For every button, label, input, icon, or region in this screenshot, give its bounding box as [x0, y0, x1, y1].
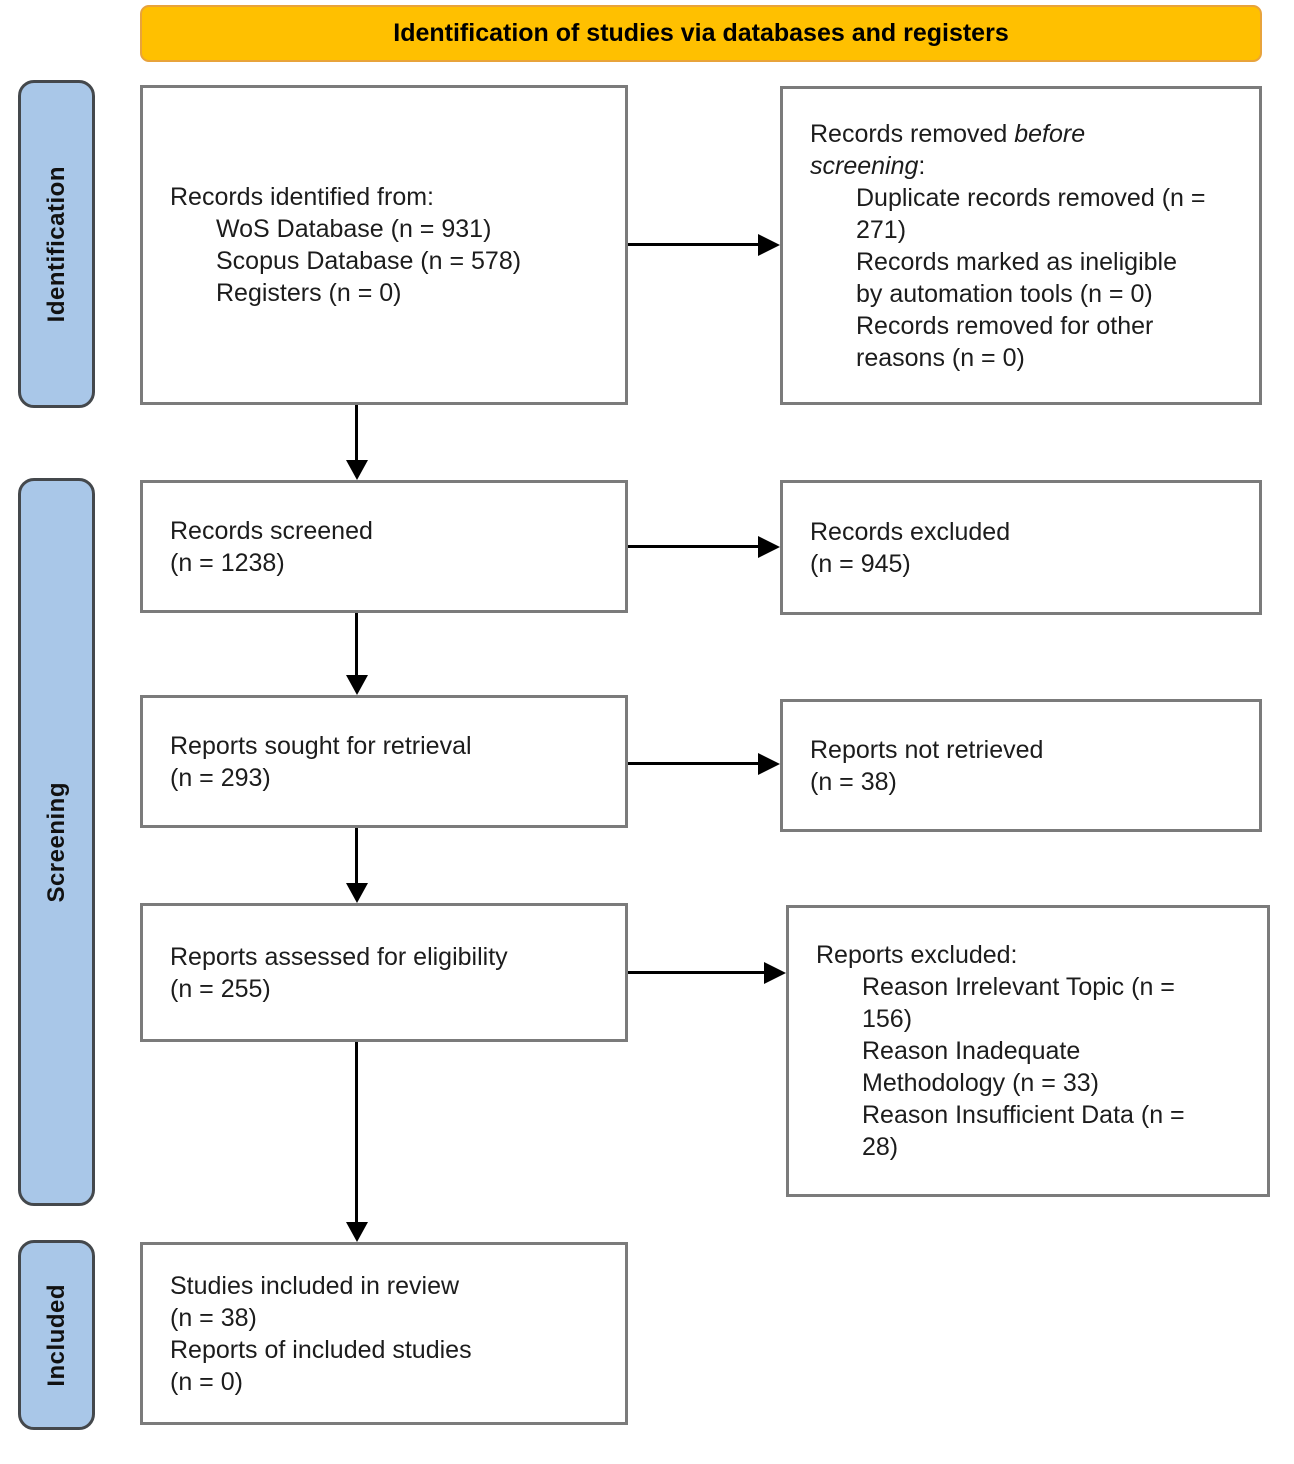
stage-bar-screening: Screening [18, 478, 95, 1206]
header-suffix: : [918, 151, 926, 180]
box-line: (n = 1238) [170, 548, 285, 577]
arrowhead-right-icon [758, 752, 780, 775]
diagram-title-banner: Identification of studies via databases … [140, 5, 1262, 62]
stage-bar-identification: Identification [18, 80, 95, 408]
box-header: Records removed before screening: [810, 118, 1155, 182]
box-reports-assessed: Reports assessed for eligibility (n = 25… [140, 903, 628, 1042]
box-item: Reason Inadequate Methodology (n = 33) [862, 1037, 1099, 1097]
arrowhead-right-icon [758, 233, 780, 256]
box-item: Records removed for other reasons (n = 0… [856, 311, 1154, 372]
arrow-shaft [628, 545, 758, 548]
box-item: Reason Irrelevant Topic (n = 156) [862, 973, 1175, 1033]
box-header: Reports excluded: [816, 941, 1018, 969]
box-records-removed: Records removed before screening: Duplic… [780, 86, 1262, 405]
box-records-identified: Records identified from: WoS Database (n… [140, 85, 628, 405]
box-line: (n = 293) [170, 763, 271, 792]
arrowhead-down-icon [345, 460, 368, 480]
header-italic: before screening [810, 119, 1086, 180]
arrow-shaft [628, 243, 758, 246]
box-item: Scopus Database (n = 578) [216, 247, 522, 275]
box-records-screened: Records screened (n = 1238) [140, 480, 628, 613]
arrow-shaft [355, 405, 358, 462]
box-line: Reports of included studies [170, 1335, 472, 1364]
box-line: Studies included in review [170, 1271, 460, 1300]
box-line: Reports not retrieved [810, 735, 1044, 764]
box-line: (n = 38) [810, 767, 897, 796]
stage-label-identification: Identification [42, 165, 70, 323]
diagram-title: Identification of studies via databases … [393, 19, 1009, 47]
arrowhead-right-icon [764, 961, 786, 984]
box-line: Reports sought for retrieval [170, 731, 472, 760]
arrow-shaft [628, 762, 758, 765]
box-reports-sought: Reports sought for retrieval (n = 293) [140, 695, 628, 828]
stage-label-included: Included [42, 1283, 70, 1387]
box-item: Duplicate records removed (n = 271) [856, 183, 1206, 244]
arrow-shaft [355, 828, 358, 883]
arrow-shaft [355, 613, 358, 675]
box-item: Records marked as ineligible by automati… [856, 247, 1177, 308]
box-line: Records excluded [810, 517, 1011, 546]
stage-label-screening: Screening [42, 781, 70, 903]
box-records-excluded: Records excluded (n = 945) [780, 480, 1262, 615]
box-line: (n = 0) [170, 1367, 243, 1396]
arrow-shaft [628, 971, 764, 974]
box-line: (n = 38) [170, 1303, 257, 1332]
box-item: Registers (n = 0) [216, 279, 402, 307]
arrowhead-down-icon [345, 675, 368, 695]
box-reports-excluded: Reports excluded: Reason Irrelevant Topi… [786, 905, 1270, 1197]
arrowhead-right-icon [758, 535, 780, 558]
box-studies-included: Studies included in review (n = 38) Repo… [140, 1242, 628, 1425]
header-prefix: Records removed [810, 119, 1015, 148]
box-line: (n = 255) [170, 974, 271, 1003]
box-item: WoS Database (n = 931) [216, 215, 492, 243]
arrow-shaft [355, 1042, 358, 1222]
box-header: Records identified from: [170, 183, 435, 211]
box-item: Reason Insufficient Data (n = 28) [862, 1101, 1185, 1161]
box-line: (n = 945) [810, 549, 911, 578]
box-line: Reports assessed for eligibility [170, 942, 508, 971]
arrowhead-down-icon [345, 883, 368, 903]
stage-bar-included: Included [18, 1240, 95, 1430]
box-reports-not-retrieved: Reports not retrieved (n = 38) [780, 699, 1262, 832]
arrowhead-down-icon [345, 1222, 368, 1242]
box-line: Records screened [170, 516, 373, 545]
